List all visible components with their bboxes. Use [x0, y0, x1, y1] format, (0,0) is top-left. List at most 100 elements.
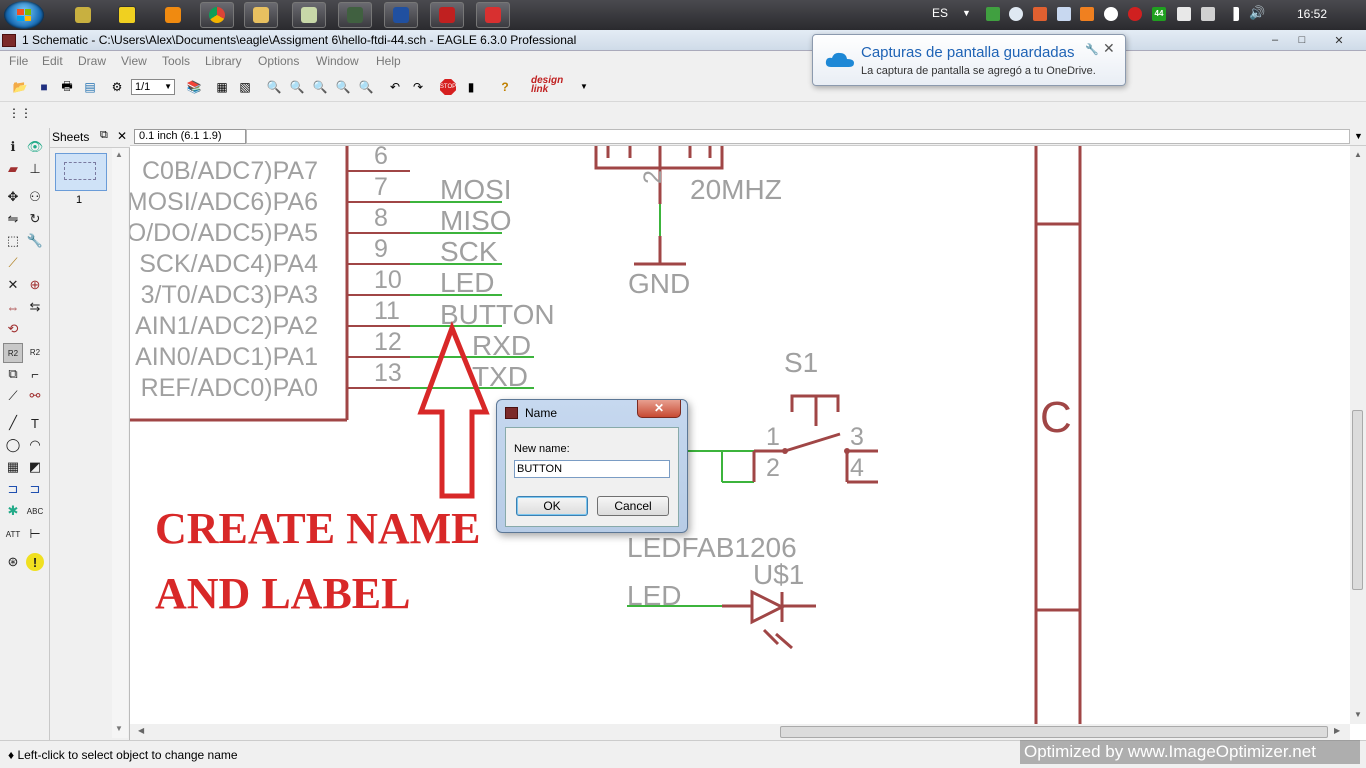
replace-icon[interactable]: ⟲: [7, 321, 19, 336]
taskbar-chrome[interactable]: [200, 2, 234, 28]
menu-edit[interactable]: Edit: [42, 54, 63, 68]
zoom-redraw-icon[interactable]: 🔍: [335, 80, 351, 94]
start-button[interactable]: [4, 1, 44, 29]
command-line-input[interactable]: [246, 129, 1350, 144]
name-tool-icon[interactable]: R2: [3, 343, 23, 363]
change-icon[interactable]: 🔧: [26, 233, 44, 248]
onedrive-notification[interactable]: Capturas de pantalla guardadas La captur…: [812, 34, 1126, 86]
scroll-down-icon[interactable]: ▼: [1354, 710, 1362, 719]
close-icon[interactable]: ✕: [1103, 40, 1115, 56]
label-icon[interactable]: ABC: [26, 506, 44, 516]
taskbar-app-9[interactable]: [430, 2, 464, 28]
dialog-close-button[interactable]: ✕: [637, 400, 681, 418]
save-icon[interactable]: ■: [40, 80, 48, 94]
smash-icon[interactable]: ⧉: [8, 366, 18, 381]
erc-icon[interactable]: ▧: [239, 80, 251, 94]
tray-app-icon[interactable]: [1033, 7, 1047, 21]
volume-icon[interactable]: 🔊: [1249, 5, 1266, 20]
cloud-icon[interactable]: [1009, 7, 1023, 21]
sheet-thumbnail[interactable]: [55, 153, 107, 191]
polygon-icon[interactable]: ◩: [28, 459, 42, 474]
invoke-icon[interactable]: ⚯: [29, 388, 41, 403]
scroll-left-icon[interactable]: ◀: [138, 726, 145, 735]
menu-window[interactable]: Window: [316, 54, 359, 68]
paste-icon[interactable]: ⟋: [8, 255, 18, 270]
language-indicator[interactable]: ES: [932, 6, 949, 20]
taskbar-app-2[interactable]: [110, 2, 144, 28]
menu-tools[interactable]: Tools: [162, 54, 191, 68]
tray-app-icon[interactable]: [1128, 7, 1142, 21]
menu-file[interactable]: File: [9, 54, 29, 68]
horizontal-scroll-thumb[interactable]: [780, 726, 1328, 738]
value-tool-icon[interactable]: R2: [29, 347, 41, 357]
menu-help[interactable]: Help: [376, 54, 401, 68]
show-icon[interactable]: 👁: [26, 139, 44, 154]
designlink-button[interactable]: design link: [531, 75, 564, 95]
attribute-icon[interactable]: ATT: [5, 529, 21, 539]
tray-app-icon[interactable]: [1080, 7, 1094, 21]
scroll-up-icon[interactable]: ▲: [1354, 150, 1362, 159]
mirror-icon[interactable]: ⇋: [7, 211, 19, 226]
text-icon[interactable]: T: [31, 415, 39, 431]
go-icon[interactable]: ▮: [467, 80, 475, 94]
ok-button[interactable]: OK: [516, 496, 588, 516]
tray-app-icon[interactable]: [986, 7, 1000, 21]
gateswap-icon[interactable]: ⇆: [29, 299, 41, 314]
zoom-select-icon[interactable]: 🔍: [358, 80, 374, 94]
rotate-icon[interactable]: ↻: [29, 211, 41, 226]
taskbar-app-7[interactable]: [338, 2, 372, 28]
open-icon[interactable]: 📂: [12, 80, 28, 94]
close-icon[interactable]: ✕: [117, 129, 128, 143]
errors-icon[interactable]: !: [26, 553, 44, 571]
clock[interactable]: 16:52: [1297, 7, 1328, 21]
display-icon[interactable]: ▰: [8, 161, 18, 176]
net-icon[interactable]: ⊐: [29, 481, 41, 496]
close-button[interactable]: ✕: [1334, 34, 1344, 47]
tray-expand-icon[interactable]: ▼: [962, 8, 971, 18]
taskbar-isis[interactable]: [384, 2, 418, 28]
menu-options[interactable]: Options: [258, 54, 300, 68]
bus-icon[interactable]: ⊐: [7, 481, 19, 496]
copy-icon[interactable]: ⚇: [29, 189, 41, 204]
use-library-icon[interactable]: 📚: [186, 80, 202, 94]
mark-icon[interactable]: ⊥: [29, 161, 41, 176]
taskbar-app-1[interactable]: [66, 2, 100, 28]
new-name-input[interactable]: [514, 460, 670, 478]
taskbar-media-player[interactable]: [156, 2, 190, 28]
sheets-scrollbar[interactable]: ▲ ▼: [112, 148, 128, 738]
flag-icon[interactable]: [1177, 7, 1191, 21]
rect-icon[interactable]: ▦: [6, 459, 20, 474]
script-icon[interactable]: ⚙: [111, 80, 123, 94]
chevron-down-icon[interactable]: ▼: [1354, 131, 1363, 141]
grid-icon[interactable]: ⋮⋮: [8, 106, 32, 120]
help-button[interactable]: ?: [501, 80, 509, 94]
tray-badge-icon[interactable]: 44: [1152, 7, 1166, 21]
zoom-in-icon[interactable]: 🔍: [289, 80, 305, 94]
battery-icon[interactable]: [1201, 7, 1215, 21]
chevron-down-icon[interactable]: ▼: [580, 82, 588, 91]
cancel-button[interactable]: Cancel: [597, 496, 669, 516]
redo-icon[interactable]: ↷: [412, 80, 424, 94]
wrench-icon[interactable]: 🔧: [1085, 44, 1099, 56]
taskbar-eagle[interactable]: [476, 2, 510, 28]
zoom-fit-icon[interactable]: 🔍: [266, 80, 282, 94]
minimize-button[interactable]: –: [1271, 34, 1279, 46]
scroll-down-icon[interactable]: ▼: [115, 724, 123, 733]
zoom-out-icon[interactable]: 🔍: [312, 80, 328, 94]
eagle-app-icon[interactable]: [2, 34, 16, 47]
undo-icon[interactable]: ↶: [389, 80, 401, 94]
erc-check-icon[interactable]: ⊛: [7, 554, 19, 569]
dropbox-icon[interactable]: [1057, 7, 1071, 21]
undock-icon[interactable]: ⧉: [100, 129, 108, 141]
miter-icon[interactable]: ⌐: [31, 366, 39, 382]
cam-processor-icon[interactable]: ▤: [84, 80, 96, 94]
maximize-button[interactable]: □: [1298, 34, 1306, 46]
add-icon[interactable]: ⊕: [29, 277, 41, 292]
vertical-scroll-thumb[interactable]: [1352, 410, 1363, 590]
scroll-up-icon[interactable]: ▲: [115, 150, 123, 159]
stop-button[interactable]: STOP: [440, 79, 456, 95]
wire-icon[interactable]: ╱: [9, 415, 17, 430]
signal-icon[interactable]: [1225, 7, 1239, 21]
scroll-right-icon[interactable]: ▶: [1334, 726, 1341, 735]
taskbar-explorer[interactable]: [244, 2, 278, 28]
